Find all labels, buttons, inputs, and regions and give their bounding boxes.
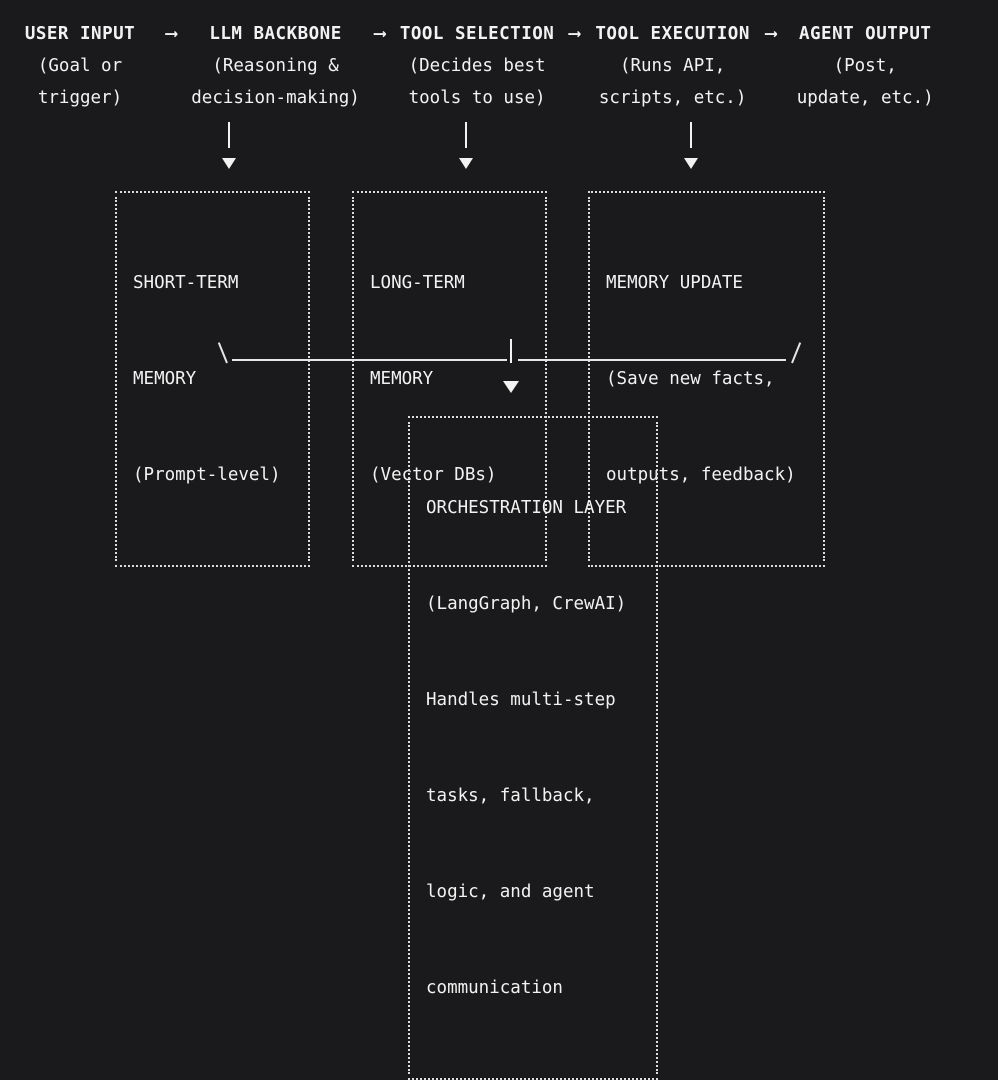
connector-llm-to-short-term-memory [222,122,236,169]
box-line: MEMORY [133,369,197,389]
stage-title: LLM BACKBONE [209,24,342,44]
stage-llm-backbone: LLM BACKBONE (Reasoning & decision-makin… [183,18,369,114]
box-line: SHORT-TERM [133,273,239,293]
stage-tool-selection: TOOL SELECTION (Decides best tools to us… [391,18,563,114]
stage-tool-execution: TOOL EXECUTION (Runs API, scripts, etc.) [586,18,760,114]
box-line: MEMORY UPDATE [606,273,743,293]
box-line: (LangGraph, CrewAI) [426,594,627,614]
box-long-term-memory: LONG-TERM MEMORY (Vector DBs) [352,191,547,567]
flow-arrow-icon: ⟶ [569,24,580,44]
box-line: (Save new facts, [606,369,775,389]
flow-arrow-icon: ⟶ [166,24,177,44]
down-arrow-icon [222,158,236,169]
box-line: communication [426,978,563,998]
box-content: SHORT-TERM MEMORY (Prompt-level) [115,193,310,565]
stage-subline-1: (Reasoning & [212,56,339,76]
box-line: logic, and agent [426,882,595,902]
stage-subline-1: (Goal or [37,56,123,76]
diagram-canvas: USER INPUT (Goal or trigger) ⟶ LLM BACKB… [0,18,998,1080]
box-line: tasks, fallback, [426,786,595,806]
box-line: MEMORY [370,369,434,389]
stage-subline-2: update, etc.) [796,88,934,108]
connector-tool-execution-to-memory-update [684,122,698,169]
stage-subline-1: (Runs API, [619,56,726,76]
stage-subline-1: (Post, [833,56,897,76]
connector-tool-selection-to-long-term-memory [459,122,473,169]
box-content: ORCHESTRATION LAYER (LangGraph, CrewAI) … [408,418,658,1078]
box-line: (Vector DBs) [370,465,497,485]
merge-center-pipe-icon [510,339,512,363]
stage-subline-1: (Decides best [408,56,546,76]
box-content: LONG-TERM MEMORY (Vector DBs) [352,193,547,565]
stage-user-input: USER INPUT (Goal or trigger) [0,18,160,114]
flow-arrow-icon: ⟶ [374,24,386,44]
merge-right-slash-icon [791,342,802,364]
vertical-bar-icon [690,122,692,148]
stage-title: AGENT OUTPUT [798,24,932,44]
stage-title: USER INPUT [24,24,136,44]
merge-down-arrow-icon [503,381,519,393]
stage-subline-2: trigger) [37,88,123,108]
merge-connector [217,339,802,403]
down-arrow-icon [684,158,698,169]
box-orchestration-layer: ORCHESTRATION LAYER (LangGraph, CrewAI) … [408,416,658,1080]
pipeline-row: USER INPUT (Goal or trigger) ⟶ LLM BACKB… [0,18,998,114]
box-content: MEMORY UPDATE (Save new facts, outputs, … [588,193,825,565]
down-arrow-icon [459,158,473,169]
stage-title: TOOL EXECUTION [595,24,750,44]
merge-line-left [232,359,507,361]
vertical-bar-icon [465,122,467,148]
stage-subline-2: tools to use) [408,88,546,108]
stage-subline-2: scripts, etc.) [598,88,747,108]
box-line: outputs, feedback) [606,465,796,485]
box-line: (Prompt-level) [133,465,281,485]
stage-subline-2: decision-making) [191,88,360,108]
flow-arrow-icon: ⟶ [765,24,777,44]
vertical-bar-icon [228,122,230,148]
box-line: Handles multi-step [426,690,616,710]
stage-title: TOOL SELECTION [399,24,555,44]
box-line: ORCHESTRATION LAYER [426,498,627,518]
box-memory-update: MEMORY UPDATE (Save new facts, outputs, … [588,191,825,567]
box-line: LONG-TERM [370,273,465,293]
box-short-term-memory: SHORT-TERM MEMORY (Prompt-level) [115,191,310,567]
stage-agent-output: AGENT OUTPUT (Post, update, etc.) [782,18,948,114]
merge-line-right [518,359,786,361]
